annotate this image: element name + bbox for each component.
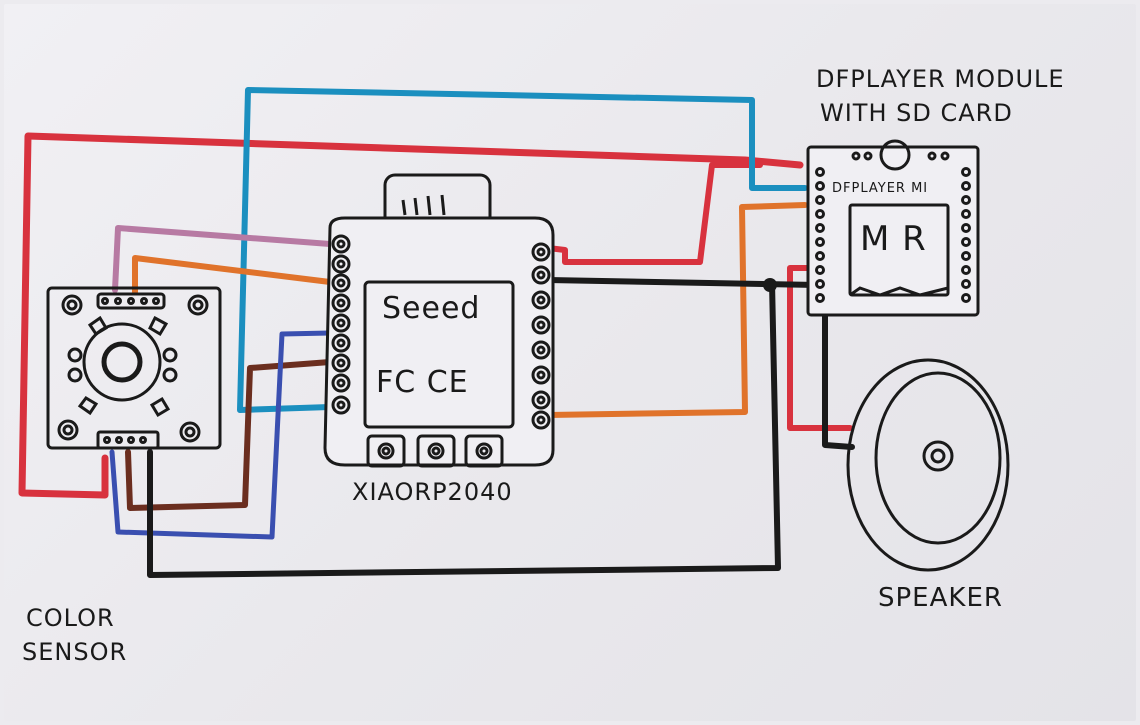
orange-wire-dfplayer <box>545 202 808 418</box>
dfplayer-chip-text: DFPLAYER MI <box>832 181 928 196</box>
black-wire-board-to-dfplayer <box>545 277 821 288</box>
orange-wire-sensor <box>132 255 333 295</box>
color-sensor <box>46 286 222 450</box>
wire-junction-dot <box>763 278 777 292</box>
color-sensor-label-line2: SENSOR <box>22 638 127 666</box>
navy-wire <box>109 330 333 540</box>
board-brand-text: Seeed <box>382 291 480 326</box>
blue-wire <box>237 87 808 413</box>
black-wire-speaker <box>822 297 855 450</box>
xiao-rp2040-board <box>323 173 555 468</box>
board-cert-text: FC CE <box>376 365 469 400</box>
red-wire-board-to-dfplayer <box>545 162 763 265</box>
red-wire-speaker <box>787 265 853 431</box>
dfplayer-module <box>806 139 980 317</box>
color-sensor-label-line1: COLOR <box>26 604 115 632</box>
dfplayer-title-line1: DFPLAYER MODULE <box>816 65 1065 93</box>
speaker <box>846 358 1010 572</box>
speaker-label: SPEAKER <box>878 583 1003 613</box>
black-wire-ground <box>147 279 781 578</box>
board-name-label: XIAORP2040 <box>352 478 513 506</box>
purple-wire <box>112 225 333 293</box>
brown-wire <box>125 359 333 511</box>
dfplayer-sd-text: M R <box>860 219 927 259</box>
dfplayer-title-line2: WITH SD CARD <box>820 99 1013 127</box>
